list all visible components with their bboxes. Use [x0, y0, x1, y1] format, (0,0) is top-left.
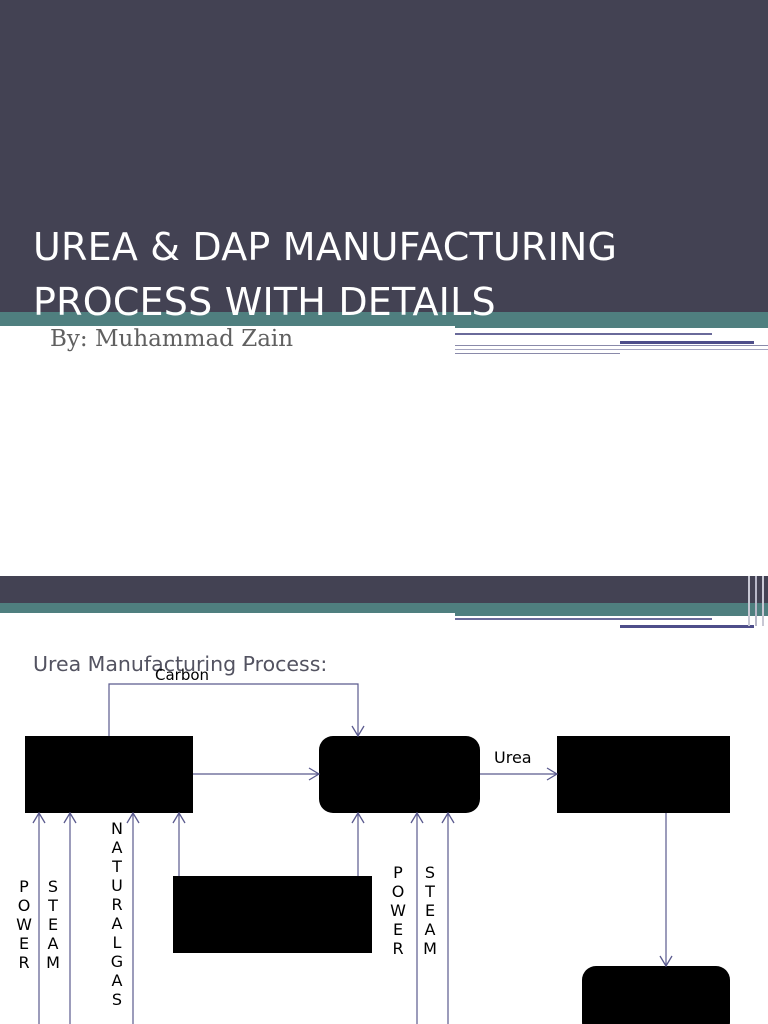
vertical-label-letter: E — [425, 901, 435, 920]
vertical-label-letter: A — [425, 920, 436, 939]
decorative-line — [762, 576, 764, 626]
vertical-label-letter: N — [111, 819, 123, 838]
vertical-label-letter: P — [393, 863, 403, 882]
vertical-label-letter: E — [48, 915, 58, 934]
vertical-label-letter: A — [112, 914, 123, 933]
slide-title: Urea Manufacturing Process: — [33, 652, 328, 676]
vertical-label-letter: L — [113, 933, 122, 952]
vertical-label-letter: M — [423, 939, 437, 958]
vertical-label-letter: E — [19, 934, 29, 953]
vertical-label-letter: P — [19, 877, 29, 896]
vertical-label-letter: A — [48, 934, 59, 953]
vertical-label-letter: O — [392, 882, 405, 901]
process-box-5 — [582, 966, 730, 1024]
vertical-label-letter: R — [111, 895, 122, 914]
decorative-line — [755, 576, 757, 626]
process-box-1 — [25, 736, 193, 813]
urea-label: Urea — [494, 748, 532, 767]
decorative-line — [748, 576, 750, 626]
decorative-line — [455, 349, 768, 350]
vertical-label-letter: A — [112, 838, 123, 857]
vertical-label-letter: G — [111, 952, 123, 971]
vertical-label-letter: T — [111, 857, 122, 876]
decorative-line — [620, 625, 754, 628]
header-teal-stripe — [0, 603, 768, 613]
decorative-line — [455, 333, 712, 335]
process-box-3 — [557, 736, 730, 813]
decorative-line — [455, 353, 620, 354]
carbon-flow-arrow — [108, 683, 358, 736]
decorative-line — [455, 345, 768, 346]
slide-gap — [0, 560, 768, 576]
vertical-label-letter: M — [46, 953, 60, 972]
vertical-label-letter: S — [48, 877, 58, 896]
vertical-label-letter: S — [112, 990, 122, 1009]
vertical-label-letter: A — [112, 971, 123, 990]
header-dark-band — [0, 576, 768, 603]
title-slide: UREA & DAP MANUFACTURING PROCESS WITH DE… — [0, 0, 768, 354]
author-byline: By: Muhammad Zain — [50, 326, 294, 352]
decorative-line — [455, 613, 768, 616]
decorative-line — [620, 341, 754, 344]
vertical-label-letter: W — [16, 915, 32, 934]
process-box-4 — [173, 876, 372, 953]
vertical-label-letter: T — [424, 882, 435, 901]
process-box-2 — [319, 736, 480, 813]
vertical-label-letter: S — [425, 863, 435, 882]
vertical-label-letter: U — [111, 876, 123, 895]
title-dark-band — [0, 0, 768, 312]
decorative-line — [455, 618, 712, 620]
vertical-label-letter: T — [47, 896, 58, 915]
title-line-1: UREA & DAP MANUFACTURING — [33, 225, 618, 269]
vertical-label-letter: W — [390, 901, 406, 920]
carbon-label: Carbon — [155, 666, 209, 684]
process-slide: Urea Manufacturing Process: — [0, 576, 768, 1024]
title-line-2: PROCESS WITH DETAILS — [33, 280, 496, 324]
vertical-label-letter: E — [393, 920, 403, 939]
title-teal-stripe-right — [455, 326, 768, 328]
title-teal-stripe — [0, 312, 768, 326]
vertical-label-letter: R — [18, 953, 29, 972]
presentation-title: UREA & DAP MANUFACTURING PROCESS WITH DE… — [33, 220, 753, 330]
vertical-label-letter: R — [392, 939, 403, 958]
vertical-label-letter: O — [18, 896, 31, 915]
